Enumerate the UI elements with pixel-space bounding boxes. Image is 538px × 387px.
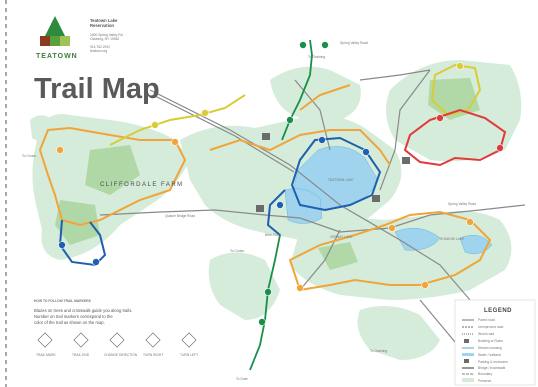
marker-label-3: CHANGE DIRECTION: [104, 353, 138, 357]
trail-markers: [56, 41, 504, 326]
legend-item-6: Water / wetland: [478, 353, 501, 357]
how-to-line-3: color of the trail as shown on the map.: [34, 320, 105, 325]
lake2-label: VERNAY LAKE: [330, 235, 353, 239]
brand-name: TEATOWN: [36, 53, 78, 60]
legend-item-9: Boundary: [478, 372, 492, 376]
to-ossining-label: To Ossining: [308, 55, 325, 59]
shadow-lake: [394, 227, 441, 251]
org-line-1: Teatown Lake: [90, 18, 118, 23]
entrance-label: Spring Valley Road: [340, 41, 368, 45]
legend-item-1: Paved road: [478, 318, 495, 322]
address-line-1: 1600 Spring Valley Rd: [90, 33, 123, 37]
how-to-line-1: Blazes on trees and crosswalk guide you …: [34, 308, 132, 313]
address-line-2: Ossining, NY 10562: [90, 37, 119, 41]
road-label-spring-valley: Spring Valley Road: [448, 202, 476, 206]
lake3-label: SHADOW LAKE: [440, 237, 465, 241]
to-gate-label: To Gate: [236, 377, 248, 381]
marker-label-2: TRAIL END: [72, 353, 90, 357]
farm-label: CLIFFORDALE FARM: [100, 182, 184, 188]
legend-item-7: Parking & restrooms: [478, 360, 508, 364]
lake-label: TEATOWN LAKE: [328, 178, 354, 182]
marker-diamonds: [37, 332, 197, 348]
legend-item-10: Preserve: [478, 379, 491, 383]
address-line-4: teatown.org: [90, 49, 107, 53]
marker-label-4: TURN RIGHT: [143, 353, 163, 357]
legend-item-8: Bridge / boardwalk: [478, 366, 506, 370]
legend-item-4: Building or Ruins: [478, 339, 503, 343]
legend-item-5: Stream crossing: [478, 346, 502, 350]
marker-label-5: TURN LEFT: [180, 353, 198, 357]
to-croton-label: To Croton: [22, 154, 36, 158]
to-croton-label-2: To Croton: [230, 249, 244, 253]
orange-trail: [38, 84, 492, 292]
road-label-quaker-bridge: Quaker Bridge Road: [165, 214, 195, 218]
page-title: Trail Map: [34, 73, 160, 105]
legend-item-2: Unimproved road: [478, 325, 503, 329]
marker-label-1: TRAIL MARK: [36, 353, 56, 357]
address-line-3: 914.762.2912: [90, 45, 110, 49]
teatown-logo: [40, 16, 70, 46]
how-to-heading: HOW TO FOLLOW TRAIL MARKERS: [34, 299, 92, 303]
to-ossining-label-2: To Ossining: [370, 349, 387, 353]
legend-title: LEGEND: [484, 308, 512, 314]
parking-icons: [256, 133, 410, 212]
org-line-2: Reservation: [90, 23, 114, 28]
legend-item-3: Wood road: [478, 332, 494, 336]
road-label-blinn: Blinn Road: [265, 233, 281, 237]
how-to-line-2: Number on trail markers correspond to th…: [34, 314, 113, 319]
legend-swatches: [462, 319, 474, 382]
red-trail: [403, 108, 507, 167]
